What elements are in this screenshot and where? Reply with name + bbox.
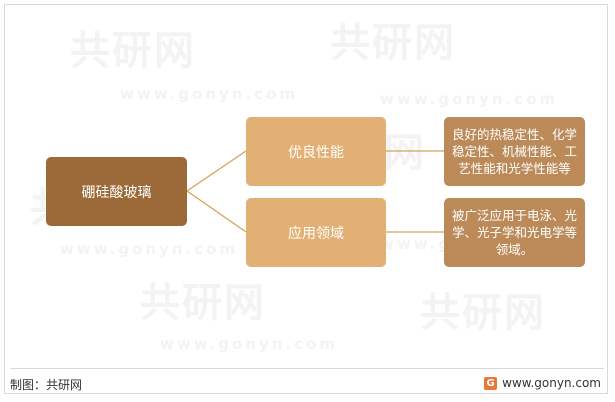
footer-divider: [10, 368, 604, 369]
footer-website: www.gonyn.com: [502, 376, 601, 390]
diagram-frame: [4, 4, 608, 394]
branch-node-applications: 应用领域: [246, 198, 386, 267]
footer-source: 制图：共研网: [10, 378, 83, 392]
branch-node-label: 优良性能: [288, 144, 344, 161]
gonyn-logo-icon: G: [484, 376, 498, 390]
detail-node-text: 被广泛应用于电泳、光学、光子学和光电学等领域。: [451, 208, 577, 257]
detail-node-performance: 良好的热稳定性、化学稳定性、机械性能、工艺性能和光学性能等: [444, 117, 585, 186]
footer-brand: G www.gonyn.com: [484, 376, 601, 390]
root-node-label: 硼硅酸玻璃: [81, 184, 152, 201]
connector-root-to-branch-2: [186, 190, 247, 233]
root-node: 硼硅酸玻璃: [46, 157, 187, 226]
detail-node-text: 良好的热稳定性、化学稳定性、机械性能、工艺性能和光学性能等: [451, 127, 577, 176]
branch-node-label: 应用领域: [288, 225, 344, 242]
connector-root-to-branch-1: [186, 150, 247, 192]
branch-node-performance: 优良性能: [246, 117, 386, 186]
detail-node-applications: 被广泛应用于电泳、光学、光子学和光电学等领域。: [444, 198, 585, 267]
